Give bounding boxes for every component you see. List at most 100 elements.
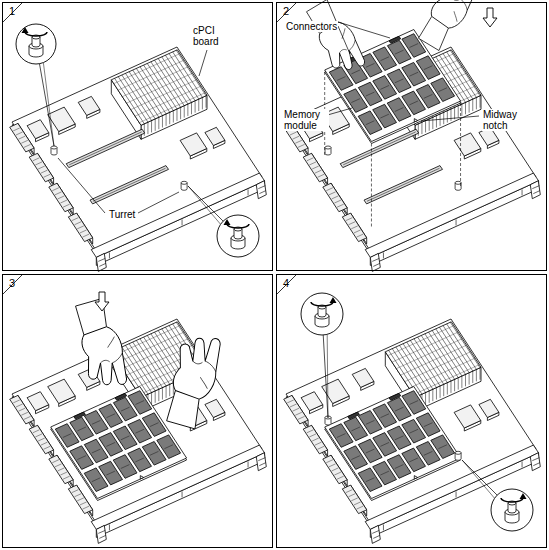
connector-pins [21,412,28,415]
chip [479,399,499,417]
hand [411,0,484,53]
chip-mark [150,451,159,455]
connector-pins [298,144,305,147]
hand [155,328,228,431]
connector-pins [349,222,356,225]
socket-slot [69,132,142,165]
ejector-handle [530,453,540,471]
chip-mark [121,407,130,411]
heatsink-fin [436,388,437,400]
memory-module [325,387,461,499]
midway-notch [414,476,417,479]
connector-pins [75,494,82,497]
heatsink-fin [472,99,473,111]
chip-mark [150,423,159,427]
turret [455,451,461,460]
chip-mark [366,420,375,424]
connector-pins [318,446,325,449]
chip-mark [337,434,346,438]
callout-leader [39,64,54,146]
panel-art [276,274,540,543]
chip-mark [164,445,173,449]
connector-pins [44,446,51,449]
detail-circle [491,489,533,531]
midway-notch [414,119,417,122]
board-plate [12,319,262,524]
heatsink-fin [198,99,199,111]
chip-mark [395,79,404,83]
connector-pins [315,442,322,445]
connector-pins [354,502,361,505]
chip-mark [366,449,375,453]
rotation-arrowhead [224,219,231,225]
heatsink-fin [425,392,426,404]
chip-mark [92,449,101,453]
chip-mark [424,423,433,427]
part-label: Turret [108,209,136,220]
connector-pins [33,430,40,433]
leader-line [338,22,390,38]
part-label: Connectors [285,21,338,32]
connector-pins [290,132,297,135]
rotation-arrowhead [22,27,29,33]
connector-pins [19,408,26,411]
chip-mark [380,471,389,475]
heatsink-fin [450,109,451,121]
heatsink-fin [155,391,156,403]
faceplate-slot [182,491,183,497]
connector-pins [72,218,79,221]
chip [352,368,374,387]
faceplate-slot [109,252,110,258]
backplane-connector [323,183,347,212]
heatsink-fin [458,378,459,390]
chip [454,405,481,428]
heatsink-fin [440,386,441,398]
connector-pins [13,400,20,403]
chip-mark [395,50,404,54]
chip-mark [409,72,418,76]
heatsink-fin [162,388,163,400]
connector-pins [24,416,31,419]
ejector-detail [259,463,266,466]
turret-top [181,181,187,184]
chip-mark [395,465,404,469]
faceplate-top [365,173,538,257]
connector-pins [83,234,90,237]
faceplate-slot [522,189,523,195]
backplane-connector [68,213,92,242]
module-connector [115,393,127,400]
chip-mark [395,108,404,112]
detail-circle [217,215,259,257]
heatsink-fin [447,383,448,395]
connector-pins [357,234,364,237]
connector-pins [16,132,23,135]
connector-pins [58,196,65,199]
backplane-connector [49,455,73,484]
ejector-detail [532,186,539,189]
ejector-detail [533,191,540,194]
heatsink-fin [443,112,444,124]
faceplate-slot [456,491,457,497]
turret-detail [224,219,250,249]
turret-top [455,181,461,184]
chip-mark [135,458,144,462]
connector-pins [60,472,67,475]
ejector-detail [373,535,380,538]
detail-circle [16,24,56,64]
faceplate-front [96,181,264,266]
chip-mark [395,436,404,440]
chip-mark [106,471,115,475]
faceplate-slot [456,219,457,225]
turret-detail [501,493,527,523]
heatsink-fin [421,122,422,134]
callout-leader [43,63,54,146]
heatsink-fin [432,117,433,129]
step-number: 2 [283,6,289,17]
connector-pins [52,460,59,463]
chip-mark [106,442,115,446]
heatsink-fin [447,324,477,370]
connector-pins [21,140,28,143]
heatsink-top [111,50,207,126]
heatsink-fin [392,332,458,362]
connector-pins [318,174,325,177]
